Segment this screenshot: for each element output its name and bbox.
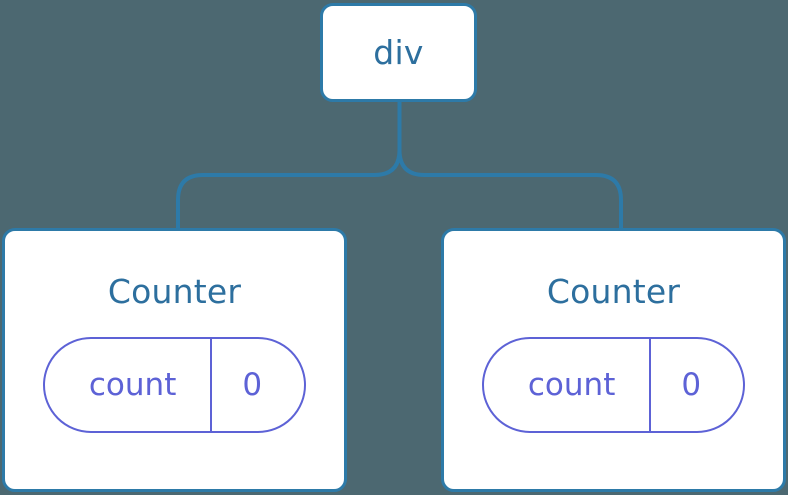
counter-content: Counter count 0 — [444, 231, 783, 489]
state-pill-right[interactable]: count 0 — [481, 337, 746, 434]
state-key-right: count — [527, 366, 616, 403]
node-div[interactable]: div — [320, 3, 477, 102]
node-div-label: div — [373, 33, 424, 72]
state-value-left: 0 — [242, 366, 263, 403]
state-value-right: 0 — [681, 366, 702, 403]
state-pill-divider — [649, 339, 652, 432]
node-counter-left[interactable]: Counter count 0 — [2, 228, 347, 492]
state-pill-divider — [210, 339, 213, 432]
counter-content: Counter count 0 — [5, 231, 344, 489]
state-key-left: count — [88, 366, 177, 403]
node-counter-right[interactable]: Counter count 0 — [441, 228, 786, 492]
node-counter-right-label: Counter — [546, 272, 681, 311]
node-counter-left-label: Counter — [107, 272, 242, 311]
state-pill-left[interactable]: count 0 — [42, 337, 307, 434]
